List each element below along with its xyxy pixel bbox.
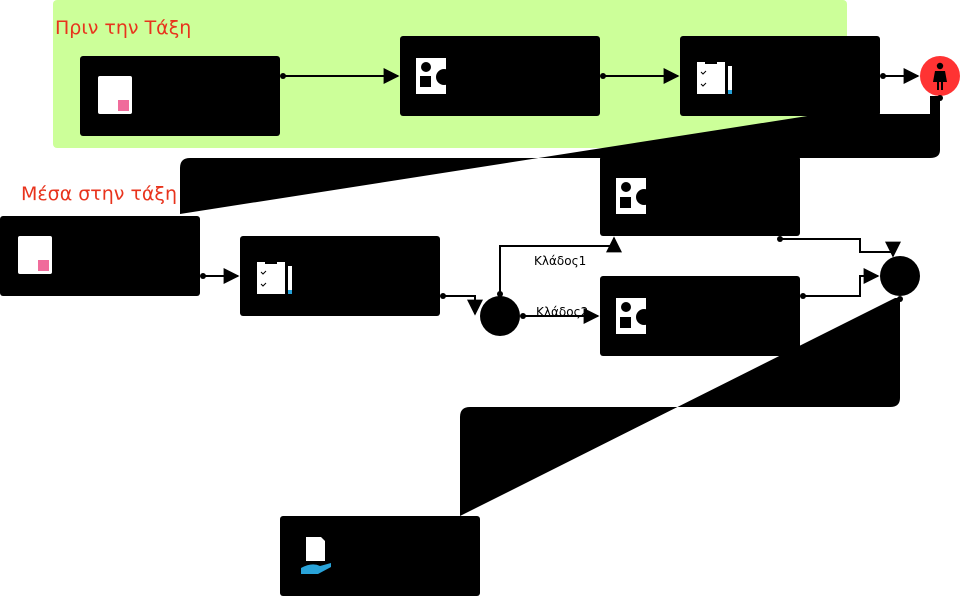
edge-checklist2-to-split [443,295,483,316]
note-icon [98,76,132,114]
shapes-icon [616,178,652,214]
node-shapes-branch2[interactable] [600,276,800,356]
lane-during-label: Μέσα στην τάξη [21,183,177,205]
hand-document-icon [301,537,331,574]
merge-gateway[interactable] [880,256,920,296]
branch2-label: Κλάδος2 [536,305,588,319]
connector-person-to-note [180,96,940,214]
branch1-label: Κλάδος1 [534,254,586,268]
note-icon [18,236,52,274]
node-shapes-branch1[interactable] [600,156,800,236]
edge-split-to-branch1 [499,236,622,294]
split-gateway[interactable] [480,296,520,336]
node-hand-document[interactable] [280,516,480,596]
checklist-icon [257,259,292,294]
edge-branch1-to-merge [780,238,901,258]
shapes-icon [616,298,652,334]
checklist-icon [697,59,732,94]
edge-branch2-to-merge [803,268,880,297]
node-checklist-1[interactable] [680,36,880,116]
node-shapes-1[interactable] [400,36,600,116]
node-checklist-2[interactable] [240,236,440,316]
lane-before-label: Πριν την Τάξη [55,17,191,39]
person-icon [933,62,947,90]
connection-dots [200,73,943,319]
shapes-icon [416,58,452,94]
